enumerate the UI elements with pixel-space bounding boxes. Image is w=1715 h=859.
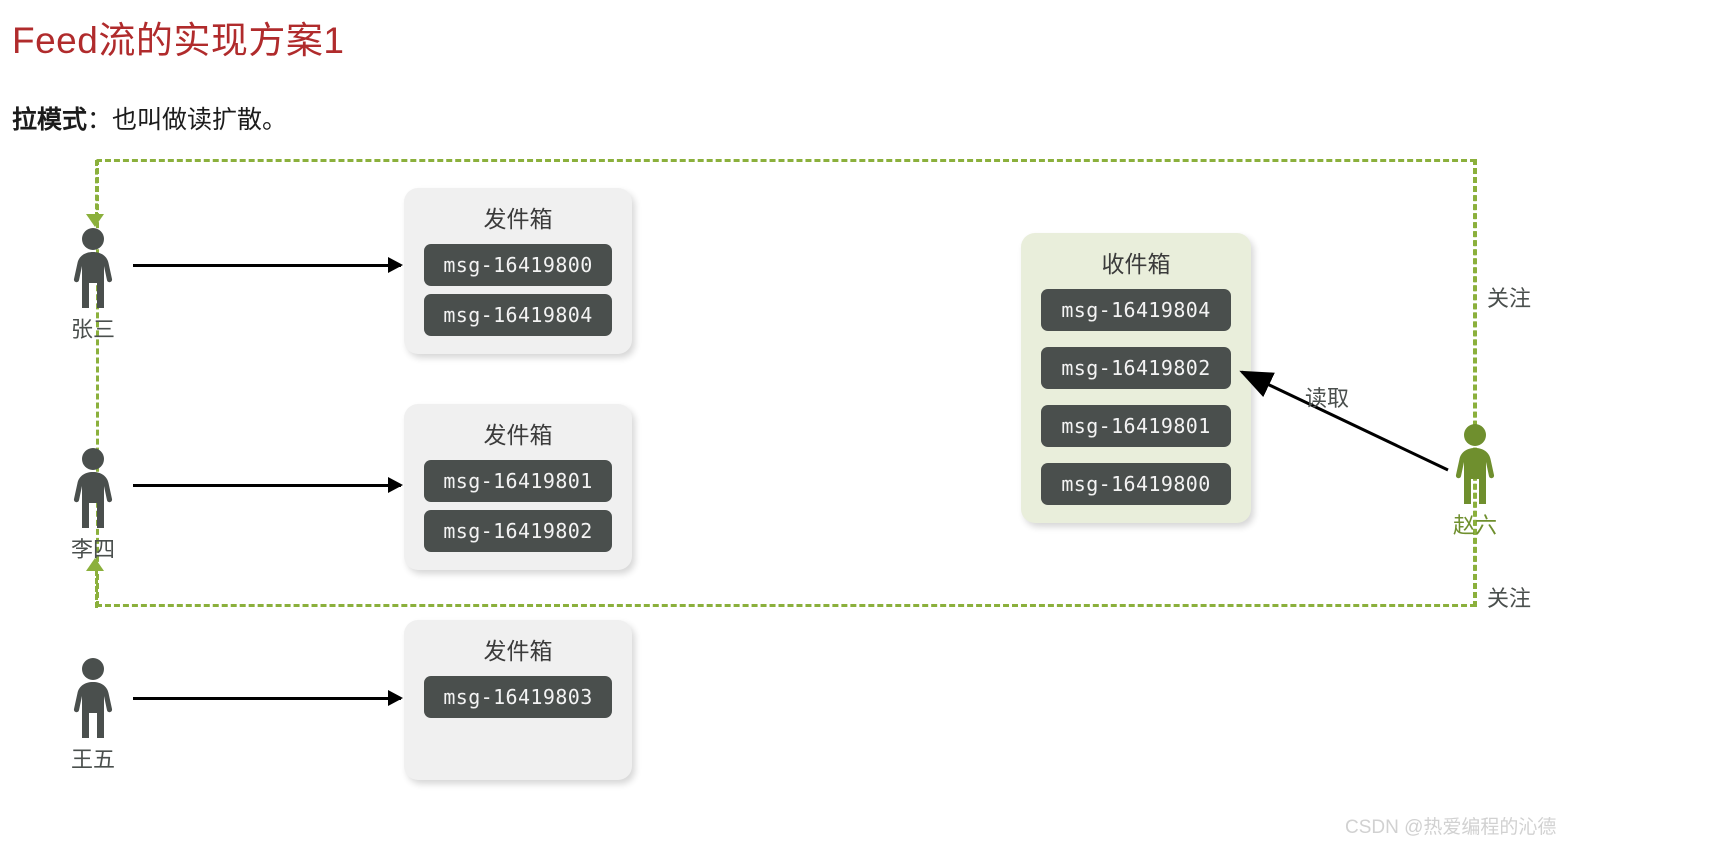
label-follow-top: 关注 [1487, 286, 1532, 311]
message-pill: msg-16419803 [424, 676, 612, 718]
outbox-zhangsan: 发件箱 msg-16419800 msg-16419804 [404, 188, 632, 354]
message-pill: msg-16419800 [424, 244, 612, 286]
message-pill: msg-16419804 [424, 294, 612, 336]
message-pill: msg-16419801 [424, 460, 612, 502]
page-title: Feed流的实现方案1 [12, 20, 345, 61]
message-pill: msg-16419802 [1041, 347, 1231, 389]
follow-line-to-zhangsan [95, 160, 98, 218]
label-follow-bottom: 关注 [1487, 586, 1532, 611]
follow-arrowhead-up-icon [86, 558, 104, 571]
person-lisi: 李四 [38, 448, 148, 564]
person-icon [38, 448, 148, 530]
publish-arrow-wangwu [133, 690, 403, 706]
subtitle-lead: 拉模式 [12, 106, 88, 134]
outbox-lisi: 发件箱 msg-16419801 msg-16419802 [404, 404, 632, 570]
publish-arrow-lisi [133, 477, 403, 493]
message-pill: msg-16419800 [1041, 463, 1231, 505]
person-icon [38, 228, 148, 310]
person-label: 李四 [70, 537, 115, 562]
person-label: 赵六 [1452, 513, 1497, 538]
outbox-wangwu: 发件箱 msg-16419803 [404, 620, 632, 780]
person-zhangsan: 张三 [38, 228, 148, 344]
read-arrow [1230, 360, 1460, 485]
inbox-title: 收件箱 [1101, 251, 1171, 277]
person-zhaoliu: 赵六 [1420, 424, 1530, 540]
person-icon [38, 658, 148, 740]
message-pill: msg-16419804 [1041, 289, 1231, 331]
watermark: CSDN @热爱编程的沁德 [1345, 817, 1557, 838]
page-subtitle: 拉模式：也叫做读扩散。 [12, 100, 287, 136]
person-label: 王五 [70, 747, 115, 772]
outbox-title: 发件箱 [483, 422, 553, 448]
person-icon [1420, 424, 1530, 506]
publish-arrow-zhangsan [133, 257, 403, 273]
follow-arrowhead-down-icon [86, 214, 104, 227]
label-read: 读取 [1305, 386, 1350, 411]
follow-line-through-zhaoliu [1474, 159, 1477, 607]
message-pill: msg-16419802 [424, 510, 612, 552]
inbox-zhaoliu: 收件箱 msg-16419804 msg-16419802 msg-164198… [1021, 233, 1251, 523]
outbox-title: 发件箱 [483, 206, 553, 232]
message-pill: msg-16419801 [1041, 405, 1231, 447]
outbox-title: 发件箱 [483, 638, 553, 664]
subtitle-rest: ：也叫做读扩散。 [87, 106, 288, 134]
person-label: 张三 [70, 317, 115, 342]
person-wangwu: 王五 [38, 658, 148, 774]
follow-line-to-lisi [95, 562, 98, 608]
